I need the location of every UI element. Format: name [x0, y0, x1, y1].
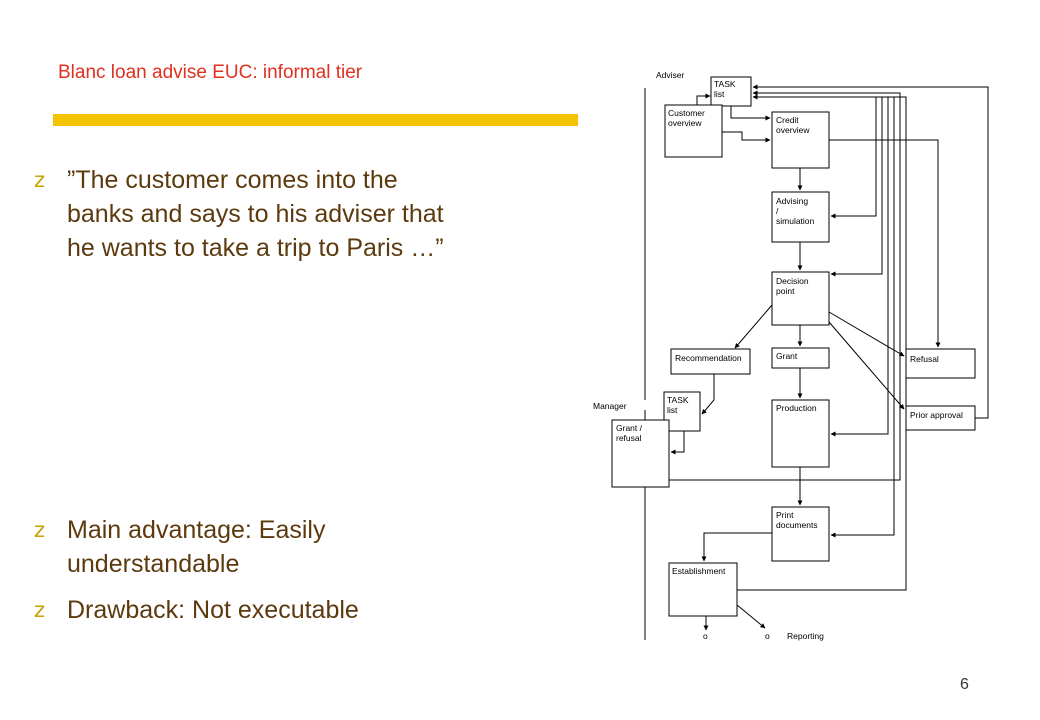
svg-text:Production: Production — [776, 403, 817, 413]
prior-approval-box: Prior approval — [905, 405, 976, 431]
main-advantage-bullet: z Main advantage: Easily understandable — [34, 513, 474, 581]
edge-decision-to-refusal — [828, 311, 905, 357]
svg-text:Establishment: Establishment — [672, 566, 726, 576]
manager-lane-label: Manager — [593, 401, 627, 411]
recommendation-box: Recommendation — [670, 348, 751, 375]
quote-bullet: z ”The customer comes into the banks and… — [34, 163, 454, 265]
edge-task-to-credit — [730, 106, 771, 121]
drawback-text: Drawback: Not executable — [67, 596, 359, 624]
edge-establishment-feedback — [737, 94, 907, 591]
grant-box: Grant — [771, 347, 830, 369]
edge-loop-to-decision — [830, 97, 883, 277]
quote-bullet-list: z ”The customer comes into the banks and… — [34, 163, 454, 277]
drawback-bullet: z Drawback: Not executable — [34, 593, 474, 627]
svg-text:Grant: Grant — [776, 351, 798, 361]
svg-text:Recommendation: Recommendation — [675, 353, 742, 363]
reporting-label: Reporting — [787, 631, 824, 641]
edge-decision-to-prior-approval — [828, 321, 905, 410]
main-advantage-text: Main advantage: Easily understandable — [67, 516, 326, 578]
adviser-lane-label: Adviser — [656, 70, 685, 80]
edge-grant-refusal-feedback — [668, 90, 901, 481]
svg-text:Advising/simulation: Advising/simulation — [776, 196, 815, 226]
edge-loop-to-print — [830, 97, 895, 538]
edge-customer-to-task — [696, 93, 711, 105]
svg-text:Grant /refusal: Grant /refusal — [616, 423, 643, 443]
slide-title: Blanc loan advise EUC: informal tier — [58, 62, 363, 83]
output-terminal-1: o — [703, 631, 708, 641]
quote-text: ”The customer comes into the banks and s… — [67, 166, 444, 262]
edge-recommendation-to-task — [701, 374, 715, 415]
edge-establishment-to-reporting — [736, 604, 766, 629]
title-underline-bar — [53, 114, 578, 126]
edge-customer-to-credit — [722, 131, 771, 143]
edge-task-to-grant-refusal — [670, 431, 685, 455]
svg-text:Refusal: Refusal — [910, 354, 939, 364]
output-terminal-2: o — [765, 631, 770, 641]
establishment-box: Establishment — [668, 562, 738, 617]
edge-print-to-establishment — [701, 532, 772, 562]
edge-loop-to-production — [830, 97, 889, 437]
edge-loop-to-advising — [830, 97, 877, 219]
svg-text:Prior approval: Prior approval — [910, 410, 963, 420]
bullet-marker-icon: z — [34, 168, 46, 192]
grant-refusal-box: Grant /refusal — [611, 419, 670, 488]
refusal-box: Refusal — [905, 348, 976, 379]
advising-simulation-box: Advising/simulation — [771, 191, 830, 243]
production-box: Production — [771, 399, 830, 468]
edge-credit-to-refusal — [829, 139, 941, 348]
advantages-bullet-list: z Main advantage: Easily understandable … — [34, 513, 474, 639]
edge-prior-approval-to-task — [752, 84, 989, 419]
edge-decision-to-recommendation — [734, 304, 773, 349]
page-number: 6 — [960, 676, 969, 693]
bullet-marker-icon: z — [34, 598, 46, 622]
bullet-marker-icon: z — [34, 518, 46, 542]
